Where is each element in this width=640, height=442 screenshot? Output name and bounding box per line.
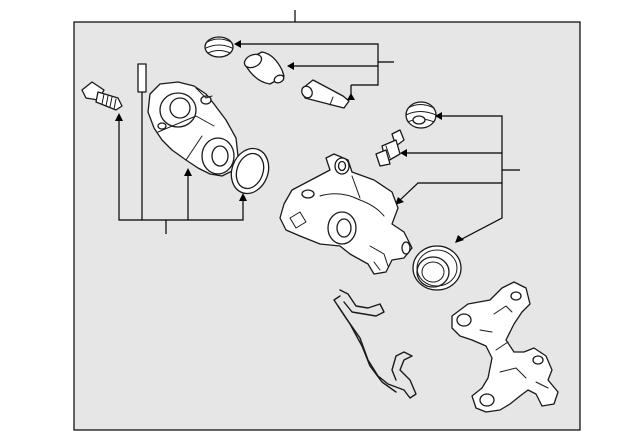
pin-seal [405, 101, 437, 129]
anti-rattle-spring [333, 289, 417, 399]
arrowhead [435, 112, 442, 120]
arrowhead [115, 113, 123, 121]
leader-actuator-group [118, 92, 244, 234]
arrowhead [184, 168, 192, 176]
piston-seal [412, 245, 462, 291]
caliper-housing [279, 153, 413, 275]
arrowhead [287, 62, 294, 70]
guide-pin-boot [204, 36, 234, 58]
arrowhead [234, 40, 241, 48]
guide-pin [301, 79, 350, 109]
guide-pin-bushing [243, 51, 285, 85]
shim-plate [137, 63, 147, 93]
caliper-bolt [81, 81, 123, 111]
mounting-bracket [451, 281, 559, 413]
arrowhead [347, 93, 355, 100]
leader-pin-group [239, 43, 394, 86]
leader-caliper-group [398, 115, 520, 241]
parking-brake-actuator [147, 81, 239, 177]
arrowhead [239, 193, 247, 201]
arrowhead [395, 197, 404, 205]
arrowhead [455, 235, 464, 243]
bleeder-valve [375, 129, 405, 167]
arrowhead [400, 149, 407, 157]
actuator-gasket [230, 147, 270, 195]
